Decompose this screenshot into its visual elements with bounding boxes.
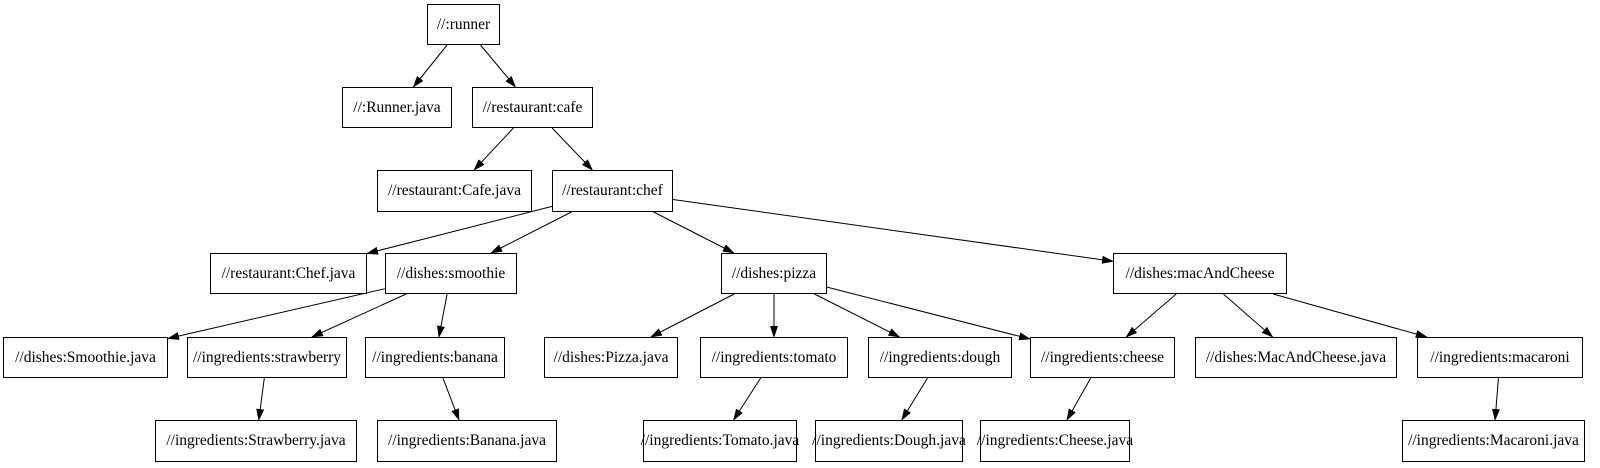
graph-node-cafe: //restaurant:cafe xyxy=(472,87,593,128)
graph-node-smoothie-java: //dishes:Smoothie.java xyxy=(3,337,168,378)
edge-mac-and-cheese-to-mac-and-cheese-java xyxy=(1223,293,1274,338)
edge-pizza-to-pizza-java xyxy=(649,293,735,338)
graph-node-label: //ingredients:Cheese.java xyxy=(976,432,1134,450)
graph-node-smoothie: //dishes:smoothie xyxy=(385,253,517,294)
graph-node-label: //restaurant:Chef.java xyxy=(221,264,356,282)
edge-banana-to-banana-java xyxy=(442,377,460,421)
edge-mac-and-cheese-to-macaroni xyxy=(1273,293,1428,338)
graph-node-label: //restaurant:cafe xyxy=(482,98,583,116)
edge-cafe-to-chef xyxy=(551,127,594,171)
graph-node-label: //ingredients:Banana.java xyxy=(388,432,546,450)
edge-smoothie-to-smoothie-java xyxy=(167,288,386,340)
graph-node-banana: //ingredients:banana xyxy=(365,337,505,378)
graph-node-runner: //:runner xyxy=(427,4,500,45)
graph-node-chef-java: //restaurant:Chef.java xyxy=(210,253,367,294)
graph-node-strawberry: //ingredients:strawberry xyxy=(187,337,347,378)
graph-node-cheese-java: //ingredients:Cheese.java xyxy=(976,420,1134,462)
edge-dough-to-dough-java xyxy=(901,377,928,421)
graph-node-label: //ingredients:banana xyxy=(372,348,498,366)
graph-node-label: //ingredients:Dough.java xyxy=(812,432,966,450)
edge-pizza-to-dough xyxy=(814,293,901,338)
graph-node-runner-java: //:Runner.java xyxy=(342,87,452,128)
graph-node-mac-and-cheese-java: //dishes:MacAndCheese.java xyxy=(1195,337,1397,378)
graph-node-label: //dishes:Smoothie.java xyxy=(15,348,156,366)
edge-chef-to-smoothie xyxy=(490,211,572,254)
graph-node-label: //dishes:macAndCheese xyxy=(1125,264,1275,282)
graph-node-macaroni: //ingredients:macaroni xyxy=(1417,337,1583,378)
graph-node-pizza: //dishes:pizza xyxy=(721,253,827,294)
graph-node-mac-and-cheese: //dishes:macAndCheese xyxy=(1113,253,1287,294)
graph-node-label: //ingredients:Macaroni.java xyxy=(1408,432,1579,450)
edge-tomato-to-tomato-java xyxy=(733,377,762,421)
graph-node-label: //:Runner.java xyxy=(353,98,441,116)
graph-node-chef: //restaurant:chef xyxy=(552,170,673,212)
graph-node-label: //ingredients:cheese xyxy=(1040,348,1165,366)
edge-chef-to-pizza xyxy=(653,211,735,254)
edge-cafe-to-cafe-java xyxy=(473,127,514,171)
graph-node-cafe-java: //restaurant:Cafe.java xyxy=(377,170,532,212)
edge-runner-to-cafe xyxy=(480,44,517,88)
graph-node-label: //ingredients:strawberry xyxy=(192,348,342,366)
graph-node-tomato: //ingredients:tomato xyxy=(700,337,848,378)
graph-node-strawberry-java: //ingredients:Strawberry.java xyxy=(155,420,357,462)
edge-macaroni-to-macaroni-java xyxy=(1491,377,1500,421)
graph-node-label: //restaurant:Cafe.java xyxy=(388,182,521,200)
graph-node-dough-java: //ingredients:Dough.java xyxy=(812,420,966,462)
graph-node-label: //dishes:Pizza.java xyxy=(553,348,669,366)
graph-node-pizza-java: //dishes:Pizza.java xyxy=(544,337,678,378)
graph-node-dough: //ingredients:dough xyxy=(868,337,1012,378)
graph-node-label: //:runner xyxy=(436,15,491,33)
graph-node-tomato-java: //ingredients:Tomato.java xyxy=(640,420,800,462)
graph-node-label: //ingredients:Tomato.java xyxy=(640,432,800,450)
edge-mac-and-cheese-to-cheese xyxy=(1125,293,1177,338)
graph-node-label: //restaurant:chef xyxy=(562,182,663,200)
edge-pizza-to-cheese xyxy=(826,286,1031,341)
edge-runner-to-runner-java xyxy=(412,44,448,88)
edge-strawberry-to-strawberry-java xyxy=(256,377,265,421)
edge-smoothie-to-strawberry xyxy=(310,293,407,338)
graph-node-cheese: //ingredients:cheese xyxy=(1030,337,1175,378)
graph-node-label: //dishes:MacAndCheese.java xyxy=(1205,348,1387,366)
graph-node-label: //ingredients:tomato xyxy=(711,348,837,366)
edge-chef-to-chef-java xyxy=(366,205,553,255)
graph-node-label: //ingredients:macaroni xyxy=(1430,348,1570,366)
edge-cheese-to-cheese-java xyxy=(1066,377,1092,421)
edge-smoothie-to-banana xyxy=(437,293,448,338)
graph-node-label: //dishes:smoothie xyxy=(396,264,506,282)
graph-node-label: //ingredients:Strawberry.java xyxy=(166,432,346,450)
graph-node-label: //ingredients:dough xyxy=(879,348,1001,366)
graph-node-macaroni-java: //ingredients:Macaroni.java xyxy=(1402,420,1585,462)
graph-node-label: //dishes:pizza xyxy=(731,264,817,282)
graph-node-banana-java: //ingredients:Banana.java xyxy=(377,420,557,462)
